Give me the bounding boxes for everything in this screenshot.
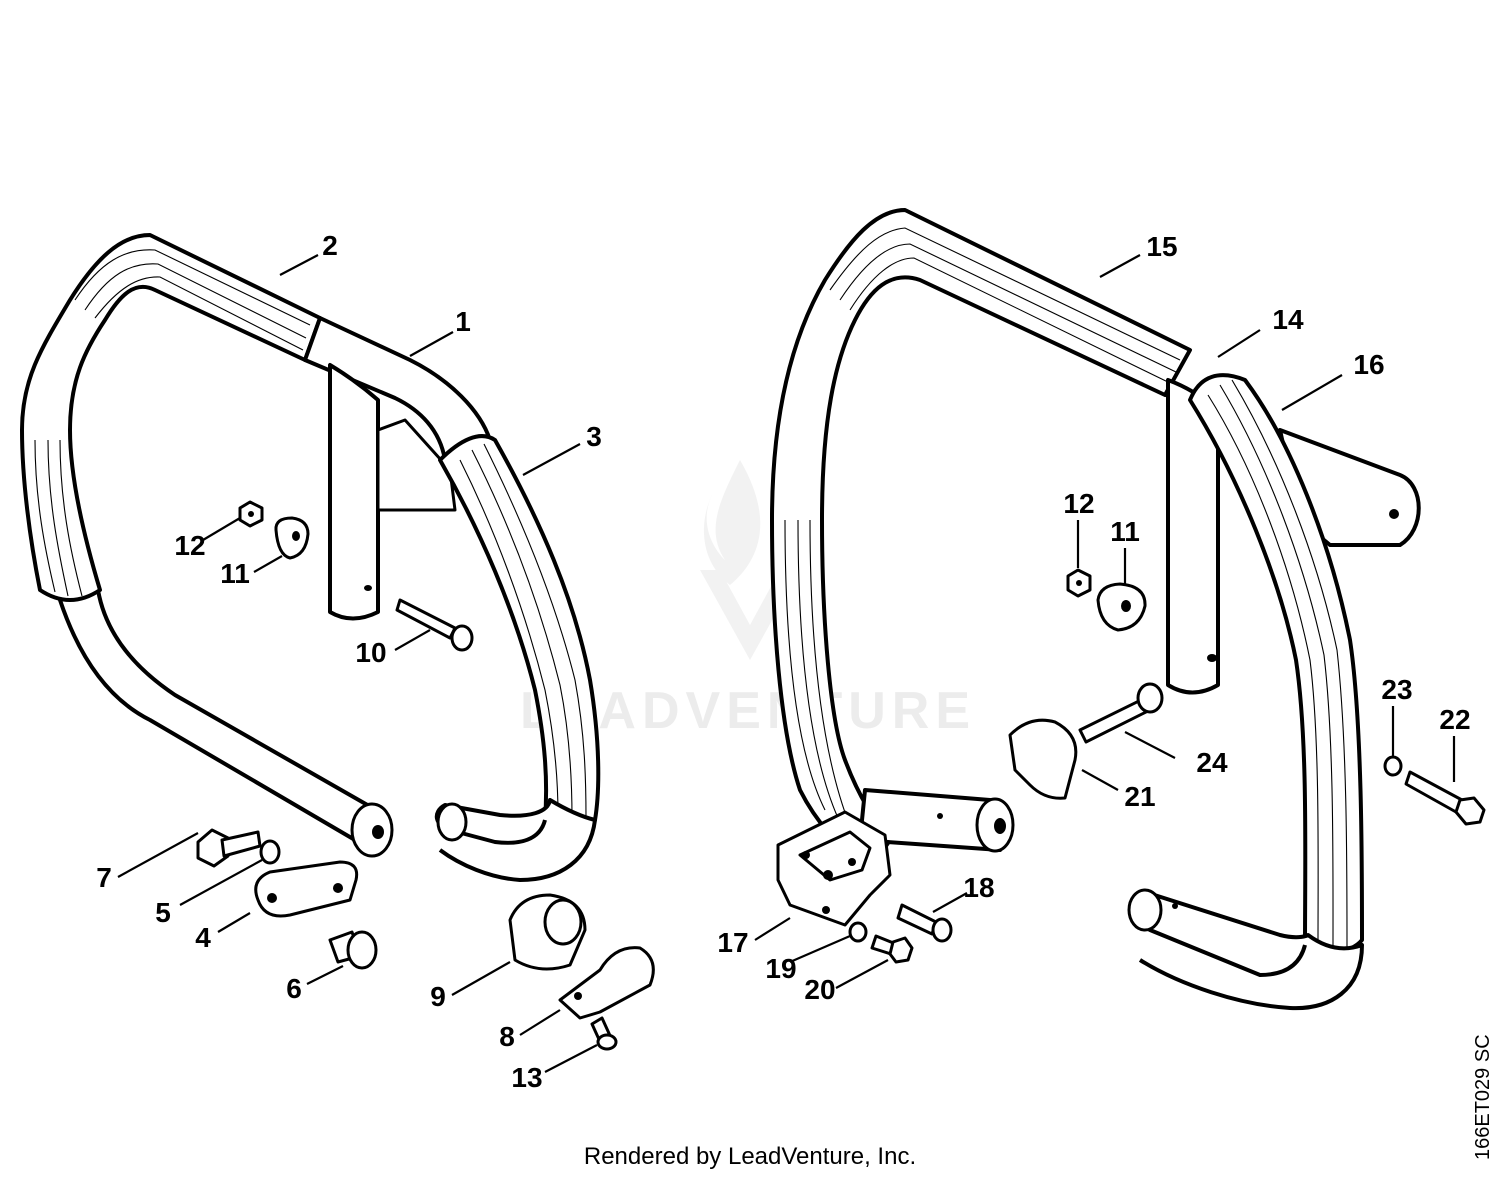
- callout-18: 18: [963, 872, 994, 903]
- rendered-by-footer: Rendered by LeadVenture, Inc.: [583, 1143, 917, 1170]
- part-4-plate: [254, 860, 359, 918]
- callout-9: 9: [430, 981, 446, 1012]
- part-1-tube-end: [350, 802, 394, 858]
- callout-10: 10: [355, 637, 386, 668]
- part-2-grip-ribs: [34, 249, 311, 597]
- callout-7: 7: [96, 862, 112, 893]
- callout-23: 23: [1381, 674, 1412, 705]
- right-handlebar-assembly: [770, 208, 1486, 1011]
- callout-17: 17: [717, 927, 748, 958]
- callout-3: 3: [586, 421, 602, 452]
- callout-2: 2: [322, 230, 338, 261]
- part-18-screw: [896, 903, 938, 936]
- callout-labels: 2 1 3 12 11 10 7 5 4 6 9 8 13 15 14 16 1…: [96, 230, 1470, 1093]
- callout-11-right: 11: [1110, 516, 1140, 547]
- left-handlebar-assembly: [20, 233, 655, 1051]
- part-16-grip-ribs: [1207, 379, 1348, 949]
- callout-22: 22: [1439, 704, 1470, 735]
- part-23-washer: [1383, 755, 1403, 777]
- callout-12-right: 12: [1063, 488, 1094, 519]
- part-3-grip-ribs: [459, 443, 587, 819]
- part-16-grip-sleeve: [1188, 373, 1364, 954]
- callout-24: 24: [1196, 747, 1228, 778]
- part-8-clamp: [558, 946, 655, 1020]
- callout-6: 6: [286, 973, 302, 1004]
- callout-19: 19: [765, 953, 796, 984]
- part-3-hook-opening: [436, 802, 468, 842]
- part-15-grip-sleeve: [770, 208, 1192, 872]
- callout-12-left: 12: [174, 530, 205, 561]
- callout-16: 16: [1353, 349, 1384, 380]
- leader-lines: [117, 254, 1456, 1073]
- part-15-grip-ribs: [784, 227, 1181, 827]
- part-10-screw-head: [450, 624, 474, 652]
- part-1-tube-bore: [372, 825, 384, 839]
- part-19-washer: [848, 921, 868, 943]
- callout-13: 13: [511, 1062, 542, 1093]
- drawing-code: 166ET029 SC: [1472, 1034, 1494, 1160]
- part-1-center-post: [328, 363, 380, 621]
- callout-14: 14: [1272, 304, 1304, 335]
- part-3-hook-end: [434, 798, 597, 882]
- callout-20: 20: [804, 974, 835, 1005]
- callout-1: 1: [455, 306, 471, 337]
- callout-4: 4: [195, 922, 211, 953]
- part-1-post-hole: [364, 585, 372, 591]
- part-6-screw-head: [346, 930, 378, 970]
- callout-15: 15: [1146, 231, 1177, 262]
- part-1-mount-bracket: [376, 418, 457, 512]
- callout-21: 21: [1124, 781, 1155, 812]
- part-22-bolt-head: [1454, 796, 1486, 826]
- part-11-bushing: [274, 516, 310, 560]
- part-10-screw-shank: [395, 598, 457, 640]
- callout-11-left: 11: [220, 558, 250, 589]
- part-24-bolt-head: [1136, 682, 1164, 714]
- part-2-grip-sleeve: [20, 233, 322, 602]
- part-5-washer: [259, 839, 281, 865]
- part-21-saddle: [1008, 718, 1078, 800]
- callout-8: 8: [499, 1021, 515, 1052]
- part-7-bolt-shank: [220, 830, 262, 858]
- callout-5: 5: [155, 897, 171, 928]
- part-14-center-post: [1166, 378, 1220, 695]
- part-1-lower-tube: [58, 588, 387, 842]
